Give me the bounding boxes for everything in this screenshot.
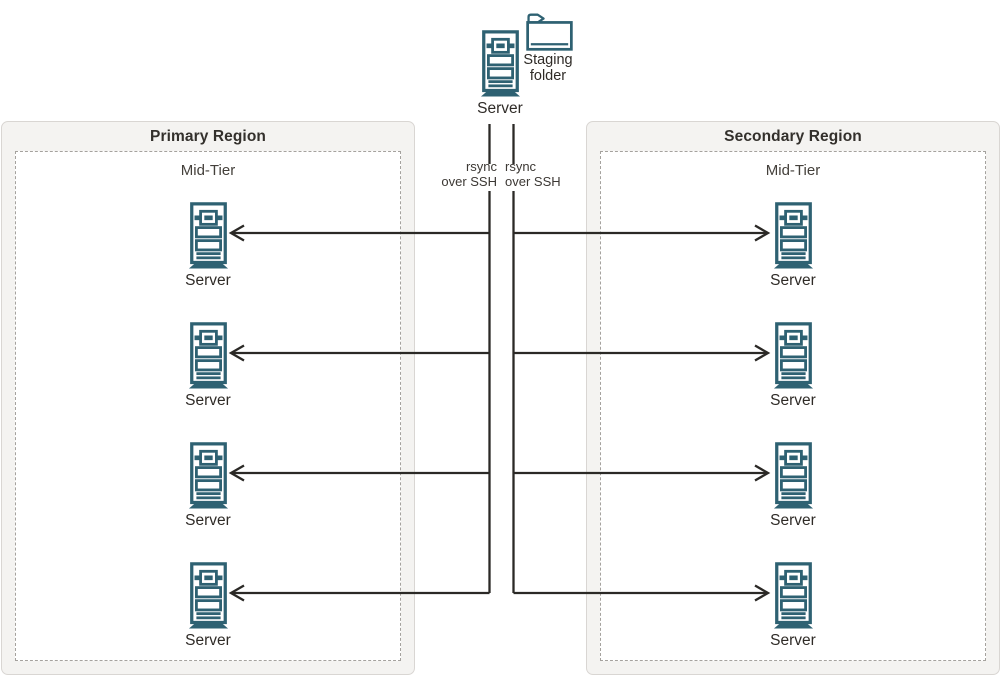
staging-folder-label: Staging folder [523,52,573,84]
secondary-server-3: Server [760,442,826,530]
server-label: Server [185,512,231,529]
staging-folder [524,11,575,58]
rsync-label-line1: rsync [505,159,537,174]
server-label: Server [770,512,816,529]
rsync-label-left: rsync over SSH [427,159,497,189]
server-icon [186,562,231,629]
staging-server-label: Server [477,100,523,117]
server-label: Server [770,392,816,409]
rsync-label-line2: over SSH [441,174,497,189]
secondary-midtier-label: Mid-Tier [765,162,821,179]
secondary-server-4: Server [760,562,826,650]
server-label: Server [770,272,816,289]
rsync-label-line2: over SSH [505,174,561,189]
server-label: Server [185,272,231,289]
server-icon [771,562,816,629]
server-label: Server [770,632,816,649]
server-icon [771,442,816,509]
staging-folder-icon [524,11,575,53]
server-label: Server [185,392,231,409]
rsync-label-line1: rsync [465,159,497,174]
staging-server: Server [467,30,533,118]
rsync-label-right: rsync over SSH [505,159,575,189]
primary-midtier-label: Mid-Tier [180,162,236,179]
secondary-server-1: Server [760,202,826,290]
server-icon [771,322,816,389]
primary-server-1: Server [175,202,241,290]
primary-region-title: Primary Region [150,128,266,145]
server-icon [186,322,231,389]
primary-server-2: Server [175,322,241,410]
primary-server-3: Server [175,442,241,530]
server-icon [186,202,231,269]
server-icon [771,202,816,269]
secondary-region-title: Secondary Region [724,128,862,145]
secondary-server-2: Server [760,322,826,410]
server-icon [186,442,231,509]
primary-server-4: Server [175,562,241,650]
server-label: Server [185,632,231,649]
